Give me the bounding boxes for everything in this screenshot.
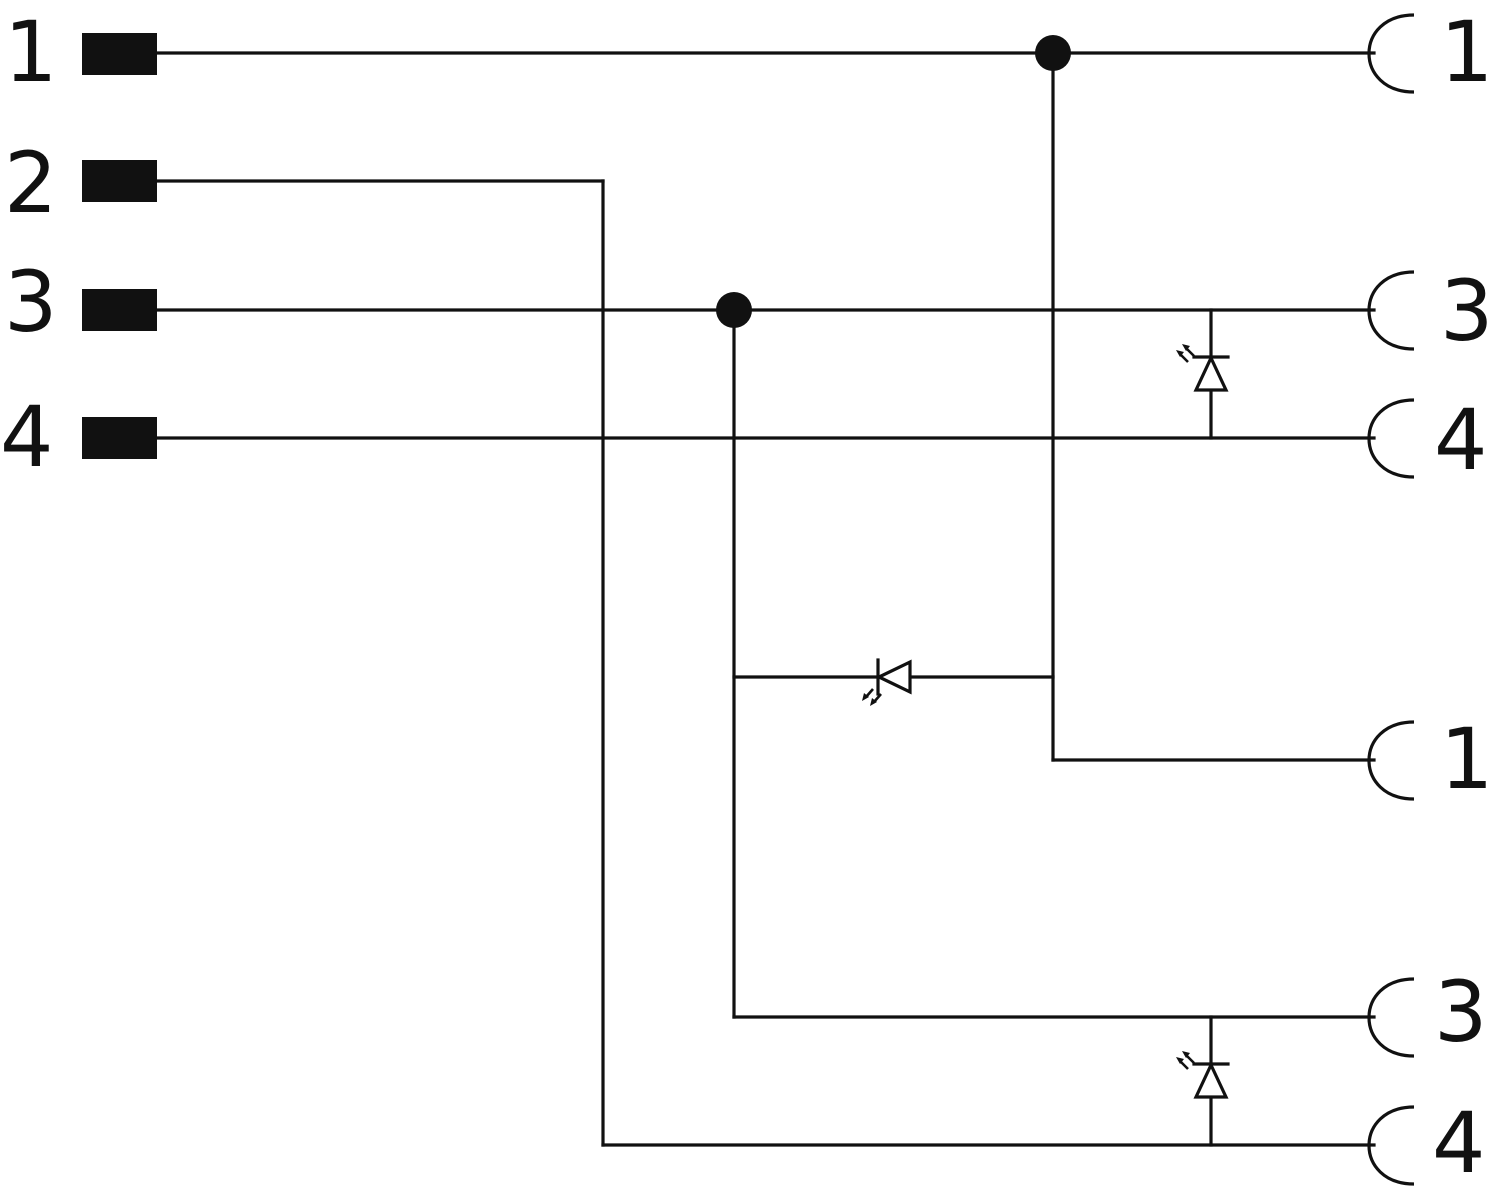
socket-a-pin-4-contact — [1367, 398, 1415, 479]
plug-pin-3-label: 3 — [4, 253, 57, 351]
socket-a-pin-3-label: 3 — [1440, 262, 1493, 360]
plug-pin-1-contact — [82, 33, 157, 75]
upper-led-icon — [1176, 344, 1230, 392]
socket-a-pin-3-contact — [1367, 270, 1415, 351]
middle-led-icon — [862, 658, 912, 706]
socket-a-pin-1-contact — [1367, 13, 1415, 94]
plug-pin-4-contact — [82, 417, 157, 459]
socket-b-pin-4-contact — [1367, 1105, 1415, 1186]
socket-b-pin-3-contact — [1367, 977, 1415, 1058]
socket-b-pin-1-contact — [1367, 720, 1415, 801]
socket-b-pin-4-label: 4 — [1432, 1094, 1485, 1192]
socket-b-pin-1-label: 1 — [1440, 710, 1493, 808]
plug-pin-2-label: 2 — [4, 134, 57, 232]
plug-pin-1-label: 1 — [4, 3, 57, 101]
plug-pin-3-contact — [82, 289, 157, 331]
socket-a-pin-1-label: 1 — [1440, 3, 1493, 101]
plug-pin-2-contact — [82, 160, 157, 202]
lower-led-icon — [1176, 1051, 1230, 1099]
socket-a-pin-4-label: 4 — [1434, 391, 1487, 489]
socket-b-pin-3-label: 3 — [1434, 963, 1487, 1061]
junction-pin3 — [716, 292, 752, 328]
plug-pin-4-label: 4 — [0, 388, 53, 486]
junction-pin1 — [1035, 35, 1071, 71]
